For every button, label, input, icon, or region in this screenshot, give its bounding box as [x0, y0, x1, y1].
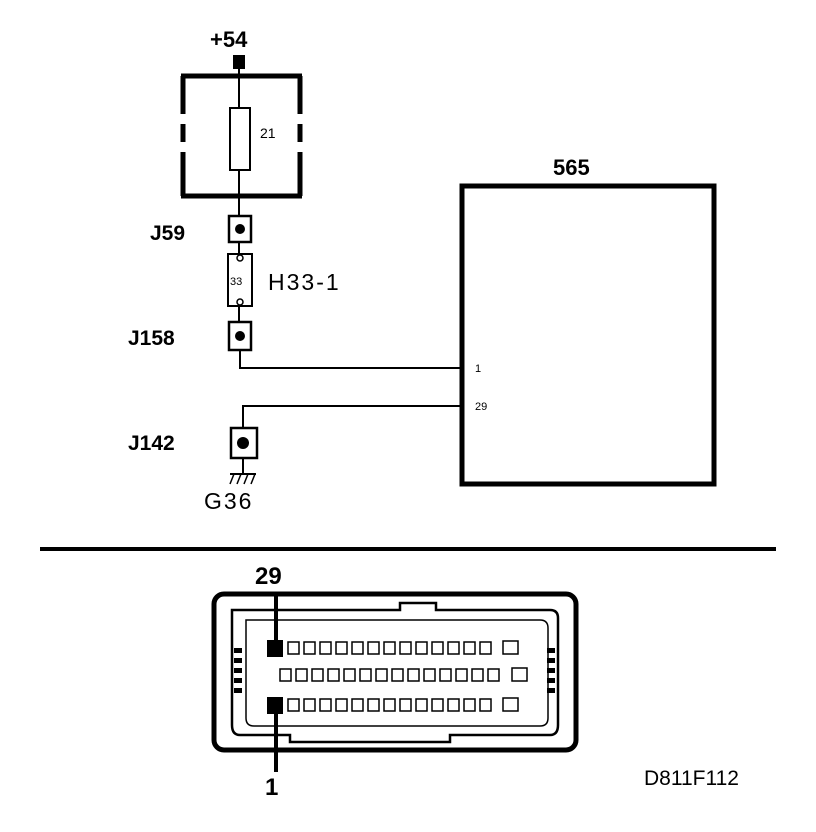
plug-pin-row-middle [279, 667, 528, 682]
h33-bottom-pin [236, 298, 244, 306]
plug-pin-row-top [267, 640, 519, 657]
ecu-pin-1-label: 1 [475, 363, 481, 375]
fuse-number: 21 [260, 125, 276, 141]
j59-label: J59 [150, 222, 185, 245]
plug-pin-1-callout: 1 [265, 774, 278, 801]
j59-pin-dot [235, 224, 245, 234]
h33-top-pin [236, 254, 244, 262]
supply-label: +54 [210, 27, 248, 52]
ecu-box [459, 183, 717, 487]
ecu-label: 565 [553, 155, 590, 180]
fuse-box [180, 73, 303, 199]
ground-wire-pin-29 [242, 405, 460, 428]
h33-pin-number: 33 [230, 276, 242, 288]
ecu-pin-29-label: 29 [475, 401, 487, 413]
fuse-element [229, 107, 251, 171]
signal-wire-pin-1 [239, 350, 460, 369]
ground-symbol [229, 458, 256, 485]
plug-pin-row-bottom [267, 697, 519, 714]
figure-id: D811F112 [644, 767, 739, 790]
j158-pin-dot [235, 331, 245, 341]
supply-terminal [233, 55, 245, 69]
j142-pin-dot [237, 437, 249, 449]
h33-label: H33-1 [268, 269, 341, 295]
j142-label: J142 [128, 432, 175, 455]
plug-pin-29-callout: 29 [255, 563, 282, 590]
h33-connector [227, 253, 253, 307]
ground-label: G36 [204, 488, 253, 514]
j158-label: J158 [128, 327, 175, 350]
